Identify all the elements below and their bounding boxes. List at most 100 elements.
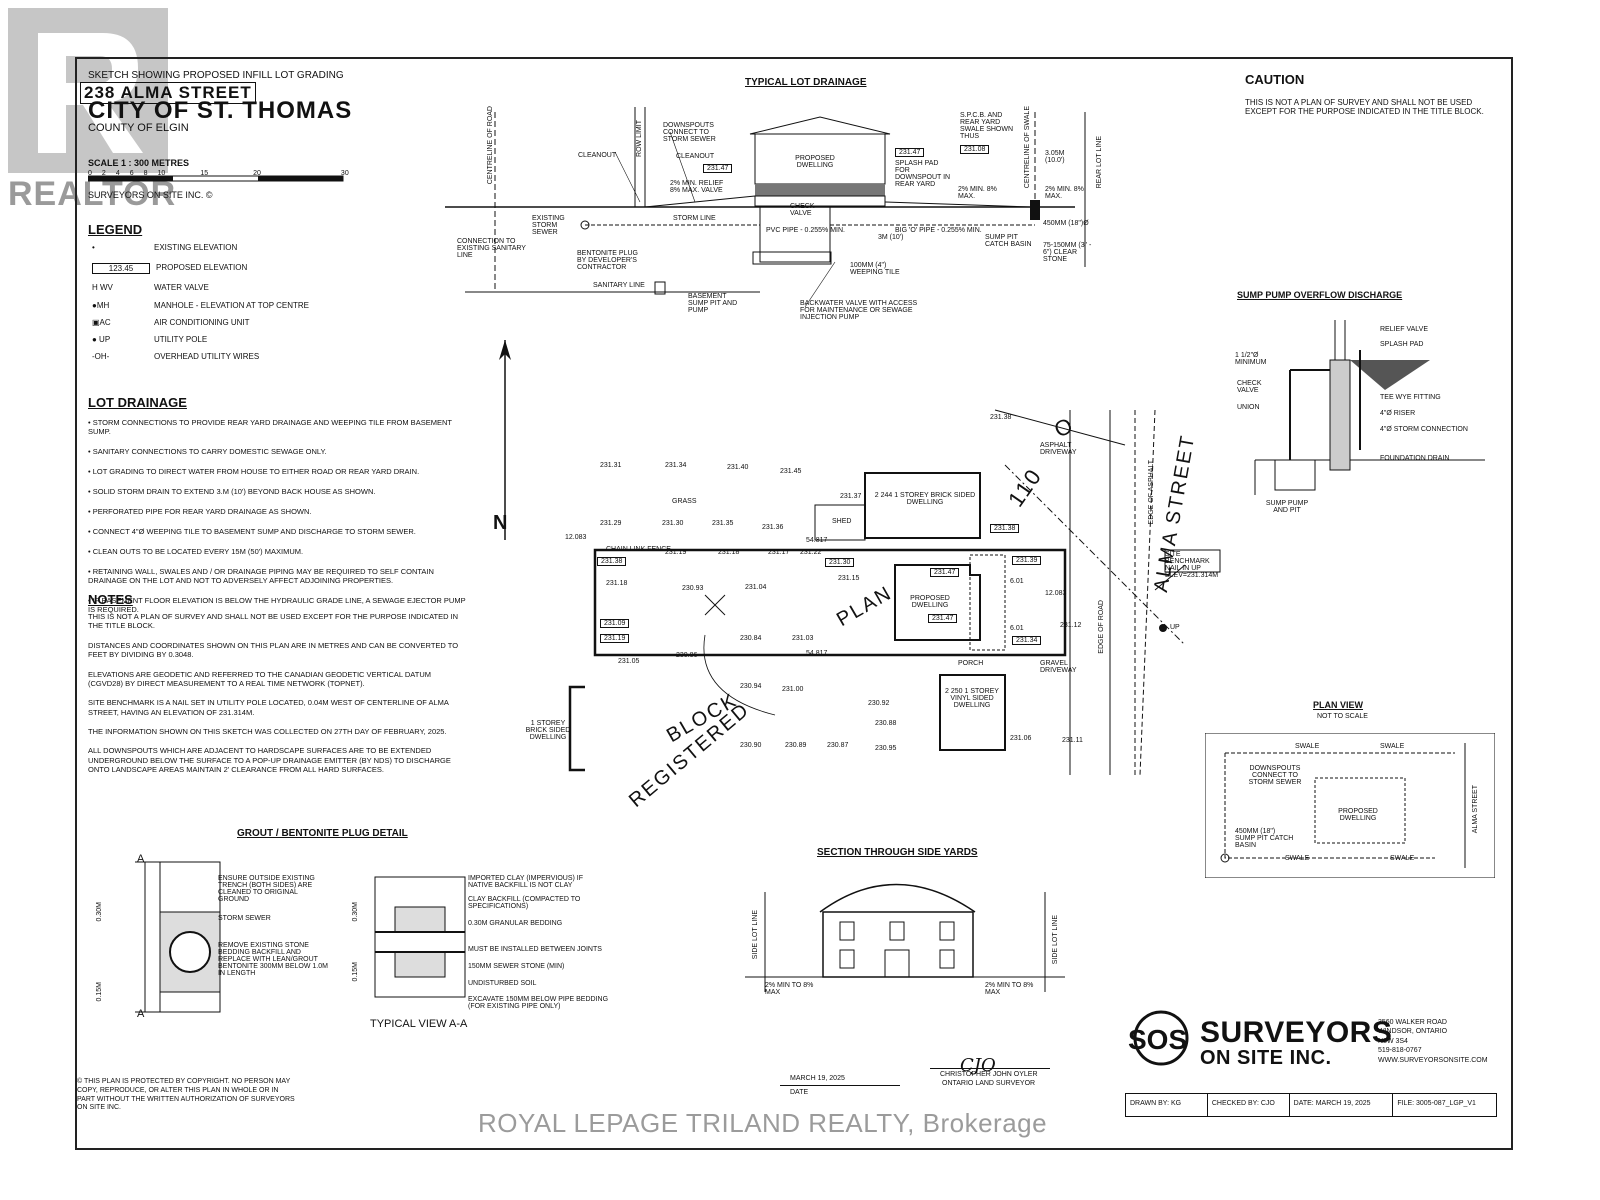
- sketch-title: SKETCH SHOWING PROPOSED INFILL LOT GRADI…: [88, 70, 344, 81]
- sp-depth-left: 12.083: [565, 534, 587, 541]
- grout-r1: IMPORTED CLAY (IMPERVIOUS) IF NATIVE BAC…: [468, 875, 584, 889]
- tld-elev2: 231.47: [895, 148, 925, 157]
- lot-drainage-title: LOT DRAINAGE: [88, 395, 187, 410]
- sump-pump-drawing: [1254, 320, 1485, 495]
- sp-ex-18: 231.05: [618, 658, 640, 665]
- sp-building-bottom: 2 250 1 STOREY VINYL SIDED DWELLING: [945, 688, 999, 709]
- typical-lot-drawing: [445, 107, 1086, 308]
- address-title: 238 ALMA STREET: [80, 82, 256, 104]
- tb-drawn: DRAWN BY: KG: [1126, 1094, 1208, 1116]
- tld-check-valve: CHECK VALVE: [790, 203, 815, 217]
- scale-label: SCALE 1 : 300 METRES: [88, 158, 190, 168]
- sp-ex-9: 231.36: [762, 524, 784, 531]
- pv-alma: ALMA STREET: [1472, 785, 1479, 834]
- grout-r5: 150mm SEWER STONE (min): [468, 963, 565, 970]
- tld-spcb: S.P.C.B. AND REAR YARD SWALE SHOWN THUS: [960, 112, 1014, 140]
- grout-r7: EXCAVATE 150mm BELOW PIPE BEDDING (FOR E…: [468, 996, 609, 1010]
- tld-elev3: 231.08: [960, 145, 990, 154]
- legend-title: LEGEND: [88, 222, 143, 237]
- section-right: SIDE LOT LINE: [1052, 915, 1059, 965]
- sp-ex-17: 230.93: [682, 585, 704, 592]
- tld-m75: 75-150mm (3" - 6") CLEAR STONE: [1043, 242, 1092, 263]
- sp-ex-3: 231.40: [727, 464, 749, 471]
- sp-ex-1: 231.31: [600, 462, 622, 469]
- sos-name: SURVEYORS: [1200, 1016, 1393, 1049]
- tld-bentonite: BENTONITE PLUG BY DEVELOPER'S CONTRACTOR: [577, 250, 638, 271]
- sp-ex-2: 231.34: [665, 462, 687, 469]
- tb-file: FILE: 3005-087_LGP_v1: [1397, 1100, 1476, 1107]
- north-label: N: [493, 512, 508, 534]
- sos-address: 3560 WALKER ROAD WINDSOR, ONTARIO N8W 3S…: [1378, 1019, 1488, 1064]
- sp-ex-23: 231.00: [782, 686, 804, 693]
- sp-ex-21: 230.86: [676, 652, 698, 659]
- tld-min2: 2% MIN. 8% MAX.: [958, 186, 997, 200]
- tld-big-o: BIG 'O' PIPE - 0.255% MIN.: [895, 227, 982, 234]
- tld-sump-pit: SUMP PIT CATCH BASIN: [985, 234, 1032, 248]
- tld-storm-line: STORM LINE: [673, 215, 716, 222]
- tld-sanitary: SANITARY LINE: [593, 282, 645, 289]
- sp-porch: PORCH: [958, 660, 984, 667]
- tld-relief: 2% MIN. RELIEF 8% MAX. VALVE: [670, 180, 724, 194]
- sp-ex-29: 230.95: [875, 745, 897, 752]
- caution-text: THIS IS NOT A PLAN OF SURVEY AND SHALL N…: [1245, 98, 1484, 117]
- sp-ex-8: 231.35: [712, 520, 734, 527]
- sp-ex-26: 230.90: [740, 742, 762, 749]
- tld-cleanout2: CLEANOUT: [676, 153, 715, 160]
- section-title: SECTION THROUGH SIDE YARDS: [817, 847, 978, 858]
- firm-line: SURVEYORS ON SITE INC. ©: [88, 190, 213, 200]
- sp-depth-right: 12.083: [1045, 590, 1067, 597]
- tld-backwater: BACKWATER VALVE WITH ACCESS FOR MAINTENA…: [800, 300, 918, 321]
- sp-width1: 6.01: [1010, 578, 1024, 585]
- pv-downspouts: DOWNSPOUTS CONNECT TO STORM SEWER: [1248, 765, 1302, 786]
- typical-lot-title: TYPICAL LOT DRAINAGE: [745, 77, 867, 88]
- sp-elev-3: 231.38: [990, 524, 1020, 533]
- grout-r3: 0.30m GRANULAR BEDDING: [468, 920, 563, 927]
- sp-relief: RELIEF VALVE: [1380, 326, 1428, 333]
- sp-edge-asphalt: EDGE OF ASPHALT: [1148, 460, 1155, 525]
- sp-frontage-bottom: 54.817: [806, 650, 828, 657]
- sp-ex-19: 230.84: [740, 635, 762, 642]
- brokerage-watermark: ROYAL LEPAGE TRILAND REALTY, Brokerage: [478, 1108, 1048, 1138]
- signature-date-line: [780, 1085, 900, 1086]
- tld-centreline-road: CENTRELINE OF ROAD: [487, 106, 494, 185]
- signature-date-label: DATE: [790, 1089, 809, 1096]
- pv-proposed: PROPOSED DWELLING: [1338, 808, 1378, 822]
- realtor-r-icon: [8, 8, 168, 173]
- sp-ex-5: 231.37: [840, 493, 862, 500]
- sp-union: UNION: [1237, 404, 1260, 411]
- tld-connection: CONNECTION TO EXISTING SANITARY LINE: [457, 238, 526, 259]
- north-arrow-icon: [499, 340, 511, 540]
- sp-ex-28: 230.88: [875, 720, 897, 727]
- section-drawing: [745, 883, 1065, 992]
- grout-r4: MUST BE INSTALLED BETWEEN JOINTS: [468, 946, 602, 953]
- grout-dim3: 0.30m: [352, 902, 359, 922]
- sp-ex-11: 231.18: [718, 549, 740, 556]
- sp-check: CHECK VALVE: [1237, 380, 1262, 394]
- sp-elev-8: 231.19: [600, 634, 630, 643]
- sp-ex-20: 231.03: [792, 635, 814, 642]
- sp-ex-14: 231.18: [606, 580, 628, 587]
- tld-min2b: 2% MIN. 8% MAX.: [1045, 186, 1084, 200]
- sp-elev-1: 231.38: [597, 557, 627, 566]
- sp-ex-22: 230.94: [740, 683, 762, 690]
- tld-rear-lot: REAR LOT LINE: [1096, 136, 1103, 189]
- sos-name2: ON SITE INC.: [1200, 1047, 1332, 1069]
- sp-tee: TEE WYE FITTING: [1380, 394, 1441, 401]
- tld-proposed-dwelling: PROPOSED DWELLING: [795, 155, 835, 169]
- sp-ex-13: 231.22: [800, 549, 822, 556]
- pv-swale-1: SWALE: [1295, 743, 1320, 750]
- tld-centreline-swale: CENTRELINE OF SWALE: [1024, 106, 1031, 189]
- sp-ex-31: 231.06: [1010, 735, 1032, 742]
- signature-line: [930, 1068, 1050, 1069]
- pv-swale-2: SWALE: [1380, 743, 1405, 750]
- plan-view-drawing: [1205, 733, 1495, 878]
- pv-sump: 450mm (18") SUMP PIT CATCH BASIN: [1235, 828, 1294, 849]
- sp-proposed: PROPOSED DWELLING: [910, 595, 950, 609]
- signature-initials: CJO: [960, 1055, 996, 1076]
- sp-ex-25: 230.89: [785, 742, 807, 749]
- sp-ex-4: 231.45: [780, 468, 802, 475]
- lot-drainage-list: STORM CONNECTIONS TO PROVIDE REAR YARD D…: [88, 418, 468, 625]
- sp-ex-6: 231.29: [600, 520, 622, 527]
- plan-view-subtitle: NOT TO SCALE: [1317, 713, 1368, 720]
